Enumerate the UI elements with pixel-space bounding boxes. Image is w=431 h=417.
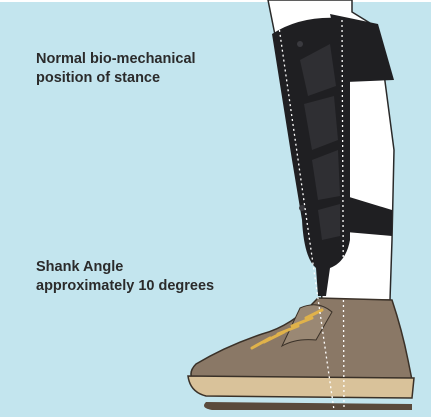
shank-angle-caption-line-1: Shank Angle [36, 258, 214, 277]
stance-caption-line-2: position of stance [36, 69, 196, 88]
shank-angle-caption-line-2: approximately 10 degrees [36, 277, 214, 296]
stance-caption-line-1: Normal bio-mechanical [36, 50, 196, 69]
shoe-sole [188, 376, 414, 398]
shank-angle-caption: Shank Angle approximately 10 degrees [36, 258, 214, 296]
stance-caption: Normal bio-mechanical position of stance [36, 50, 196, 88]
brace-panel-4 [318, 204, 340, 240]
